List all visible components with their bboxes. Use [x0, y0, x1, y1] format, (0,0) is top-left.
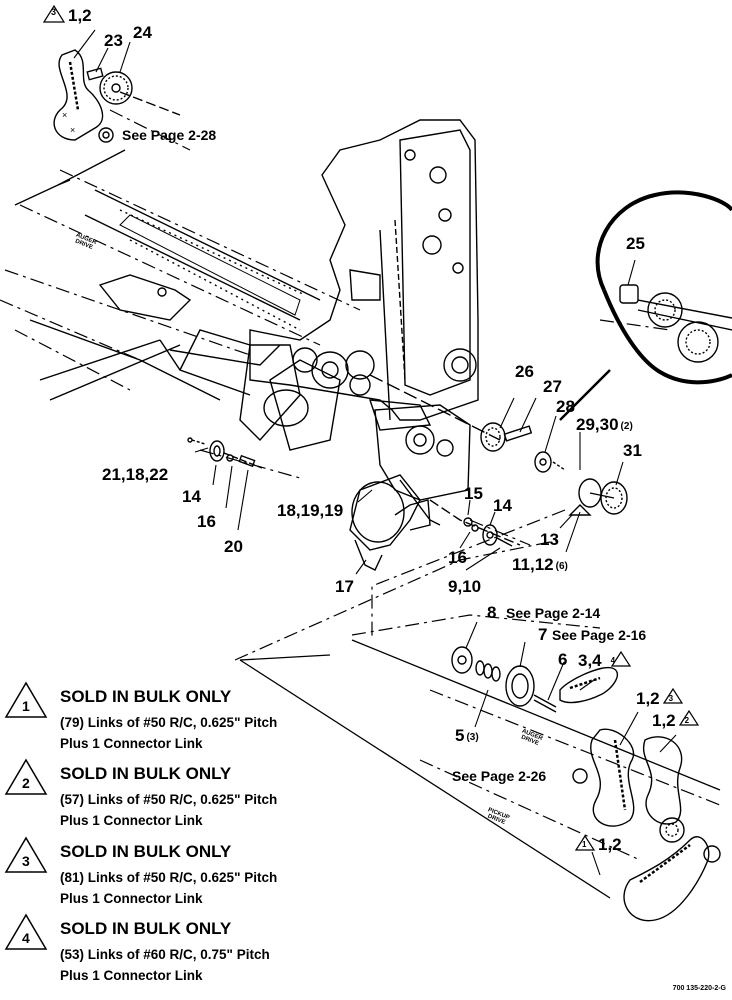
note-title: SOLD IN BULK ONLY — [60, 687, 232, 706]
middle-small-parts — [429, 499, 521, 547]
main-frame-plate — [249, 119, 479, 421]
note-3: 3 SOLD IN BULK ONLY (81) Links of #50 R/… — [4, 836, 384, 908]
callout-14-mid: 14 — [493, 496, 512, 515]
note-line: (53) Links of #60 R/C, 0.75" Pitch — [60, 947, 270, 962]
callout-17: 17 — [335, 577, 354, 596]
callout-15: 15 — [464, 484, 483, 503]
note-4: 4 SOLD IN BULK ONLY (53) Links of #60 R/… — [4, 913, 384, 985]
note-triangle-2-icon: 2 — [4, 758, 48, 795]
callout-16-left: 16 — [197, 512, 216, 531]
svg-text:3: 3 — [22, 853, 30, 869]
figure-code: 700 135-220-2-G — [672, 985, 726, 992]
callout-21-18-22: 21,18,22 — [102, 465, 169, 484]
note-title: SOLD IN BULK ONLY — [60, 842, 232, 861]
callout-31: 31 — [623, 441, 642, 460]
note-line: (57) Links of #50 R/C, 0.625" Pitch — [60, 792, 278, 807]
note-line: Plus 1 Connector Link — [60, 813, 203, 828]
leader-lines — [73, 29, 677, 876]
note-triangle-1-icon: 1 — [582, 840, 587, 849]
idler-sprockets — [568, 478, 628, 516]
note-2: 2 SOLD IN BULK ONLY (57) Links of #50 R/… — [4, 758, 384, 830]
callout-7: 7 — [538, 625, 548, 644]
note-triangle-4-icon: 4 — [610, 656, 616, 665]
svg-text:×: × — [62, 110, 67, 120]
inset-detail — [559, 190, 732, 421]
gear-train — [239, 344, 432, 451]
note-triangle-2-icon: 2 — [684, 716, 690, 725]
note-title: SOLD IN BULK ONLY — [60, 919, 232, 938]
callout-5: 5(3) — [455, 726, 479, 745]
note-triangle-4-icon: 4 — [4, 913, 48, 950]
note-title: SOLD IN BULK ONLY — [60, 764, 232, 783]
note-line: (79) Links of #50 R/C, 0.625" Pitch — [60, 715, 278, 730]
callout-13: 13 — [540, 530, 559, 549]
see-page-2-14: See Page 2-14 — [506, 605, 601, 621]
note-triangle-3-icon: 3 — [4, 836, 48, 873]
see-page-2-28: See Page 2-28 — [122, 127, 217, 143]
note-line: Plus 1 Connector Link — [60, 891, 203, 906]
motor — [349, 474, 431, 571]
note-1: 1 SOLD IN BULK ONLY (79) Links of #50 R/… — [4, 681, 384, 753]
note-line: Plus 1 Connector Link — [60, 968, 203, 983]
gearbox-housing — [374, 404, 471, 526]
callout-24: 24 — [133, 23, 152, 42]
note-line: Plus 1 Connector Link — [60, 736, 203, 751]
callout-25: 25 — [626, 234, 645, 253]
svg-text:1: 1 — [22, 698, 30, 714]
note-line: (81) Links of #50 R/C, 0.625" Pitch — [60, 870, 278, 885]
right-chains — [559, 666, 721, 922]
note-triangle-3-icon: 3 — [51, 7, 57, 17]
left-small-parts — [187, 437, 263, 469]
callout-11-12: 11,12(6) — [512, 555, 568, 574]
drive-frame-lines — [14, 149, 721, 899]
callout-triangles — [42, 4, 700, 851]
callout-27: 27 — [543, 377, 562, 396]
svg-text:×: × — [70, 125, 75, 135]
see-page-2-16: See Page 2-16 — [552, 627, 647, 643]
top-chain-assembly: × × — [53, 49, 181, 143]
svg-text:2: 2 — [22, 775, 30, 791]
drive-shaft — [369, 374, 566, 473]
auger-tube — [84, 189, 321, 331]
callout-16-mid: 16 — [448, 548, 467, 567]
side-frame — [29, 274, 281, 401]
callout-23: 23 — [104, 31, 123, 50]
callout-8: 8 — [487, 603, 497, 622]
callout-28: 28 — [556, 397, 575, 416]
callout-6: 6 — [558, 650, 568, 669]
callout-20: 20 — [224, 537, 243, 556]
assembly-guide-lines — [0, 109, 721, 861]
svg-text:4: 4 — [22, 930, 30, 946]
callout-14-left: 14 — [182, 487, 201, 506]
callout-26: 26 — [515, 362, 534, 381]
see-page-2-26: See Page 2-26 — [452, 768, 547, 784]
note-triangle-3-icon: 3 — [668, 694, 674, 703]
note-triangle-1-icon: 1 — [4, 681, 48, 718]
callout-9-10: 9,10 — [448, 577, 482, 596]
callout-29-30: 29,30(2) — [576, 415, 633, 434]
callout-18-19-19: 18,19,19 — [277, 501, 344, 520]
